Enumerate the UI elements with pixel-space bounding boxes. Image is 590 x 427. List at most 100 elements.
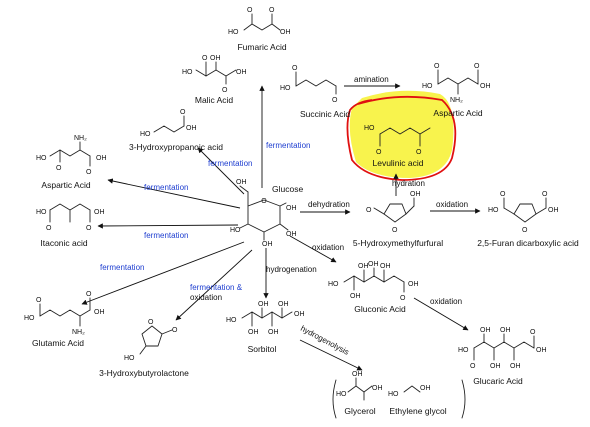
arrow-to-itaconic — [97, 223, 239, 229]
svg-text:OH: OH — [548, 207, 559, 214]
fumaric-acid-label: Fumaric Acid — [237, 42, 286, 52]
glutamic-acid-label: Glutamic Acid — [32, 338, 84, 348]
svg-text:O: O — [332, 97, 338, 104]
ethylene-glycol-label: Ethylene glycol — [389, 406, 446, 416]
svg-text:HO: HO — [36, 209, 47, 216]
arrow-to-aspartic-left — [107, 178, 241, 209]
svg-text:O: O — [416, 149, 422, 156]
svg-text:OH: OH — [280, 29, 291, 36]
svg-text:OH: OH — [380, 263, 391, 270]
svg-text:O: O — [202, 55, 208, 62]
svg-text:OH: OH — [236, 69, 247, 76]
svg-text:O: O — [36, 297, 42, 304]
succinic-acid-structure: O HO O Succinic Acid — [280, 65, 350, 119]
svg-text:O: O — [247, 7, 253, 14]
svg-text:O: O — [86, 225, 92, 232]
svg-text:O: O — [46, 225, 52, 232]
svg-text:HO: HO — [226, 317, 237, 324]
svg-text:O: O — [292, 65, 298, 72]
svg-text:OH: OH — [350, 293, 361, 300]
svg-text:HO: HO — [140, 131, 151, 138]
svg-text:O: O — [470, 363, 476, 370]
svg-text:O: O — [366, 207, 372, 214]
glucaric-acid-label: Glucaric Acid — [473, 376, 523, 386]
svg-text:O: O — [542, 191, 548, 198]
svg-text:OH: OH — [94, 209, 105, 216]
svg-text:O: O — [522, 227, 528, 234]
svg-text:OH: OH — [372, 385, 383, 392]
svg-text:OH: OH — [294, 311, 305, 318]
svg-text:O: O — [180, 109, 186, 116]
svg-text:OH: OH — [258, 301, 269, 308]
svg-text:HO: HO — [422, 83, 433, 90]
hmf-structure: O O OH 5-Hydroxymethylfurfural — [353, 191, 443, 248]
arrow-to-hbl — [175, 249, 253, 321]
svg-text:OH: OH — [96, 155, 107, 162]
svg-text:HO: HO — [36, 155, 47, 162]
svg-text:OH: OH — [236, 179, 247, 186]
aspartic-acid-top-label: Aspartic Acid — [433, 108, 482, 118]
svg-text:O: O — [474, 63, 480, 70]
svg-text:HO: HO — [336, 391, 347, 398]
svg-text:OH: OH — [352, 371, 363, 378]
svg-text:O: O — [148, 319, 154, 326]
svg-text:O: O — [222, 87, 228, 94]
svg-text:O: O — [86, 169, 92, 176]
svg-text:O: O — [56, 165, 62, 172]
hydroxypropanoic-acid-structure: HO O OH 3-Hydroxypropanoic acid — [129, 109, 223, 152]
fdca-structure: O O HO OH O 2,5-Furan dicarboxylic acid — [477, 191, 579, 248]
svg-text:OH: OH — [94, 309, 105, 316]
svg-text:HO: HO — [488, 207, 499, 214]
svg-text:HO: HO — [228, 29, 239, 36]
process-label-oxidation: oxidation — [430, 297, 462, 306]
hbl-structure: O O HO 3-Hydroxybutyrolactone — [99, 319, 189, 378]
svg-text:OH: OH — [480, 83, 491, 90]
process-label-fermentation: fermentation — [100, 263, 144, 272]
process-label-fermentation: fermentation — [144, 231, 188, 240]
hydrogenolysis-products: OH OH HO Glycerol HO OH Ethylene glycol — [332, 371, 466, 419]
reaction-arrows — [81, 83, 481, 371]
svg-text:OH: OH — [368, 261, 379, 268]
svg-text:HO: HO — [280, 85, 291, 92]
svg-text:OH: OH — [358, 263, 369, 270]
malic-acid-label: Malic Acid — [195, 95, 234, 105]
process-label-amination: amination — [354, 75, 389, 84]
svg-text:HO: HO — [364, 125, 375, 132]
svg-text:OH: OH — [500, 327, 511, 334]
succinic-acid-label: Succinic Acid — [300, 109, 350, 119]
itaconic-acid-label: Itaconic acid — [40, 238, 88, 248]
glucose-structure: OH O OH OH OH HO Glucose — [230, 179, 303, 248]
process-label-fermentation-and: fermentation & — [190, 283, 243, 292]
svg-text:HO: HO — [388, 391, 399, 398]
hbl-label: 3-Hydroxybutyrolactone — [99, 368, 189, 378]
svg-text:HO: HO — [458, 347, 469, 354]
aspartic-acid-top-structure: O O HO OH NH₂ Aspartic Acid — [422, 63, 491, 118]
svg-text:OH: OH — [186, 125, 197, 132]
process-label-oxidation: oxidation — [190, 293, 222, 302]
glutamic-acid-structure: O O HO OH NH₂ Glutamic Acid — [24, 291, 105, 348]
svg-text:OH: OH — [408, 281, 419, 288]
process-label-fermentation: fermentation — [144, 183, 188, 192]
svg-text:O: O — [500, 191, 506, 198]
fumaric-acid-structure: O O HO OH Fumaric Acid — [228, 7, 291, 52]
gluconic-acid-structure: HO OH OH OH OH OH O Gluconic Acid — [328, 261, 419, 314]
process-label-oxidation: oxidation — [436, 200, 468, 209]
process-label-oxidation: oxidation — [312, 243, 344, 252]
arrow-to-glutamic — [81, 241, 245, 305]
arrow-to-glucaric — [413, 297, 469, 331]
arrow-to-hydroxypropanoic — [197, 147, 245, 195]
svg-text:OH: OH — [286, 231, 297, 238]
svg-text:HO: HO — [24, 315, 35, 322]
svg-text:O: O — [434, 63, 440, 70]
itaconic-acid-structure: HO OH O O Itaconic acid — [36, 203, 105, 248]
svg-text:HO: HO — [328, 281, 339, 288]
process-label-fermentation: fermentation — [208, 159, 252, 168]
svg-text:O: O — [172, 327, 178, 334]
sorbitol-structure: HO OH OH OH OH OH Sorbitol — [226, 301, 305, 354]
hydroxypropanoic-acid-label: 3-Hydroxypropanoic acid — [129, 142, 223, 152]
svg-text:OH: OH — [480, 327, 491, 334]
process-label-fermentation: fermentation — [266, 141, 310, 150]
glucaric-acid-structure: HO O OH OH OH OH O OH Glucaric Acid — [458, 327, 547, 386]
svg-text:HO: HO — [182, 69, 193, 76]
